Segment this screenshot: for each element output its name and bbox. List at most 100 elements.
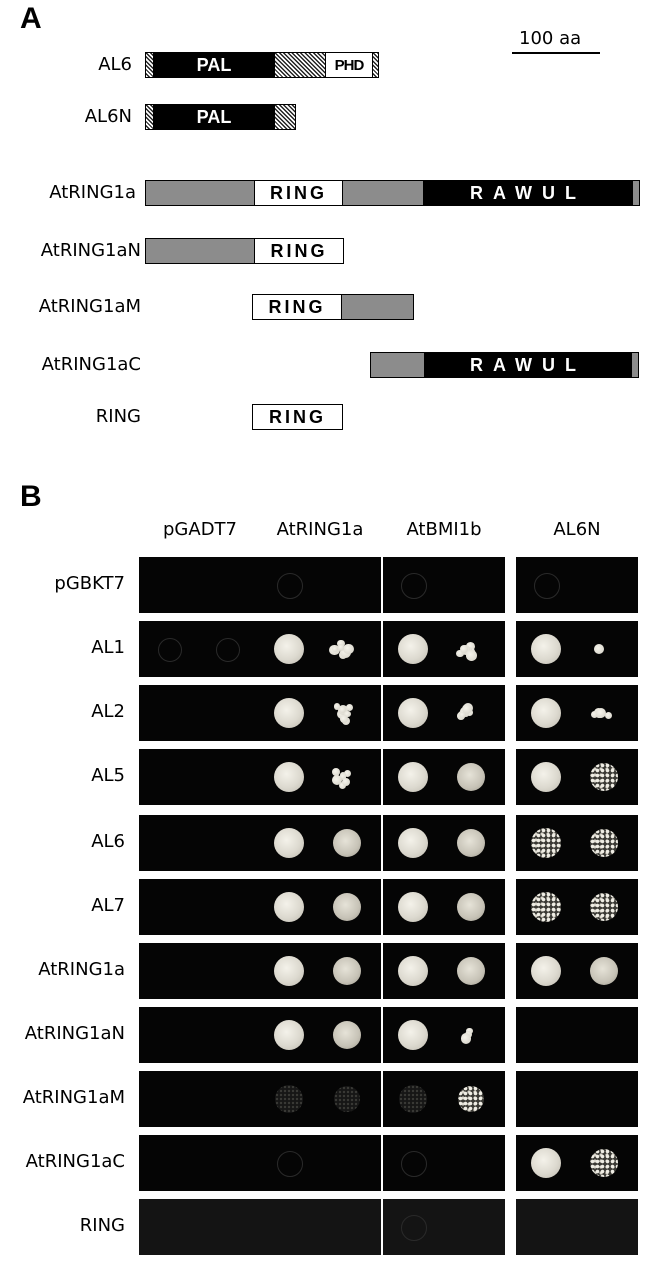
yeast-colony — [331, 774, 342, 785]
gray-region — [633, 181, 639, 205]
yeast-colony — [595, 707, 606, 718]
yeast-colony — [460, 1033, 472, 1045]
yeast-colony — [345, 703, 354, 711]
gray-region — [342, 295, 413, 319]
growth-plate-cell — [259, 1007, 381, 1063]
yeast-colony — [340, 715, 349, 724]
yeast-spot — [399, 1085, 427, 1113]
yeast-spot — [274, 892, 304, 922]
row-label: AL2 — [91, 701, 125, 722]
yeast-colony — [590, 710, 599, 719]
row-label: RING — [79, 1215, 125, 1236]
yeast-spot — [590, 1149, 618, 1177]
growth-plate-cell — [516, 1199, 638, 1255]
panel-a-label: A — [20, 2, 42, 35]
hatch-region — [146, 53, 153, 77]
yeast-spot — [398, 892, 428, 922]
yeast-colony — [337, 640, 345, 648]
yeast-spot — [590, 893, 618, 921]
column-label: AL6N — [553, 519, 601, 540]
growth-plate-cell — [516, 621, 638, 677]
yeast-spot — [531, 956, 561, 986]
growth-plate-cell — [516, 1071, 638, 1127]
yeast-spot — [398, 698, 428, 728]
growth-plate-cell — [259, 749, 381, 805]
yeast-spot — [531, 828, 561, 858]
phd-domain: PHD — [325, 53, 373, 77]
growth-plate-cell — [139, 557, 261, 613]
yeast-colony — [459, 644, 468, 653]
growth-plate-cell — [139, 1007, 261, 1063]
yeast-spot — [333, 893, 361, 921]
rawul-domain: RAWUL — [424, 353, 632, 377]
yeast-spot — [333, 957, 361, 985]
growth-plate-cell — [259, 621, 381, 677]
growth-plate-cell — [259, 1135, 381, 1191]
yeast-colony — [343, 643, 355, 655]
yeast-colony — [466, 650, 477, 661]
yeast-spot — [274, 828, 304, 858]
growth-plate-cell — [516, 879, 638, 935]
row-label: AtRING1aC — [25, 1151, 125, 1172]
scale-bar — [512, 52, 600, 54]
yeast-spot — [531, 698, 561, 728]
yeast-spot — [457, 893, 485, 921]
growth-plate-cell — [139, 1199, 261, 1255]
growth-plate-cell — [139, 1071, 261, 1127]
yeast-spot — [334, 1086, 360, 1112]
growth-plate-cell — [383, 1071, 505, 1127]
yeast-colony — [344, 710, 351, 718]
ring-domain: RING — [254, 239, 343, 263]
hatch-region — [373, 53, 378, 77]
gray-region — [371, 353, 424, 377]
yeast-colony — [331, 645, 339, 653]
growth-plate-cell — [139, 685, 261, 741]
construct-label: AL6 — [98, 54, 132, 75]
growth-plate-cell — [383, 685, 505, 741]
yeast-spot — [333, 1021, 361, 1049]
scale-bar-label: 100 aa — [519, 28, 582, 49]
yeast-colony — [604, 712, 613, 720]
yeast-spot — [274, 634, 304, 664]
yeast-spot — [534, 573, 560, 599]
growth-plate-cell — [516, 557, 638, 613]
gray-region — [632, 353, 638, 377]
row-label: AL5 — [91, 765, 125, 786]
row-label: AL7 — [91, 895, 125, 916]
growth-plate-cell — [259, 943, 381, 999]
growth-plate-cell — [383, 1199, 505, 1255]
ring-domain: RING — [253, 405, 342, 429]
yeast-spot — [333, 829, 361, 857]
hatch-region — [275, 105, 295, 129]
construct-bar: RING — [145, 238, 344, 264]
growth-plate-cell — [259, 685, 381, 741]
construct-bar: RING — [252, 404, 343, 430]
yeast-colony — [337, 643, 345, 651]
growth-plate-cell — [516, 1135, 638, 1191]
yeast-spot — [531, 1148, 561, 1178]
yeast-spot — [590, 957, 618, 985]
column-label: AtBMI1b — [406, 519, 482, 540]
construct-bar: RING — [252, 294, 414, 320]
construct-label: RING — [95, 406, 141, 427]
yeast-spot — [531, 634, 561, 664]
yeast-spot — [458, 1086, 484, 1112]
yeast-colony — [459, 711, 466, 719]
yeast-colony — [339, 772, 347, 780]
row-label: AtRING1aM — [22, 1087, 125, 1108]
column-label: pGADT7 — [163, 519, 237, 540]
yeast-spot — [277, 573, 303, 599]
column-label: AtRING1a — [276, 519, 364, 540]
yeast-spot — [531, 762, 561, 792]
yeast-colony — [455, 649, 464, 658]
yeast-spot — [398, 634, 428, 664]
growth-plate-cell — [383, 749, 505, 805]
growth-plate-cell — [516, 943, 638, 999]
growth-plate-cell — [259, 815, 381, 871]
growth-plate-cell — [259, 1071, 381, 1127]
yeast-spot — [398, 956, 428, 986]
yeast-spot — [457, 829, 485, 857]
row-label: AL6 — [91, 831, 125, 852]
